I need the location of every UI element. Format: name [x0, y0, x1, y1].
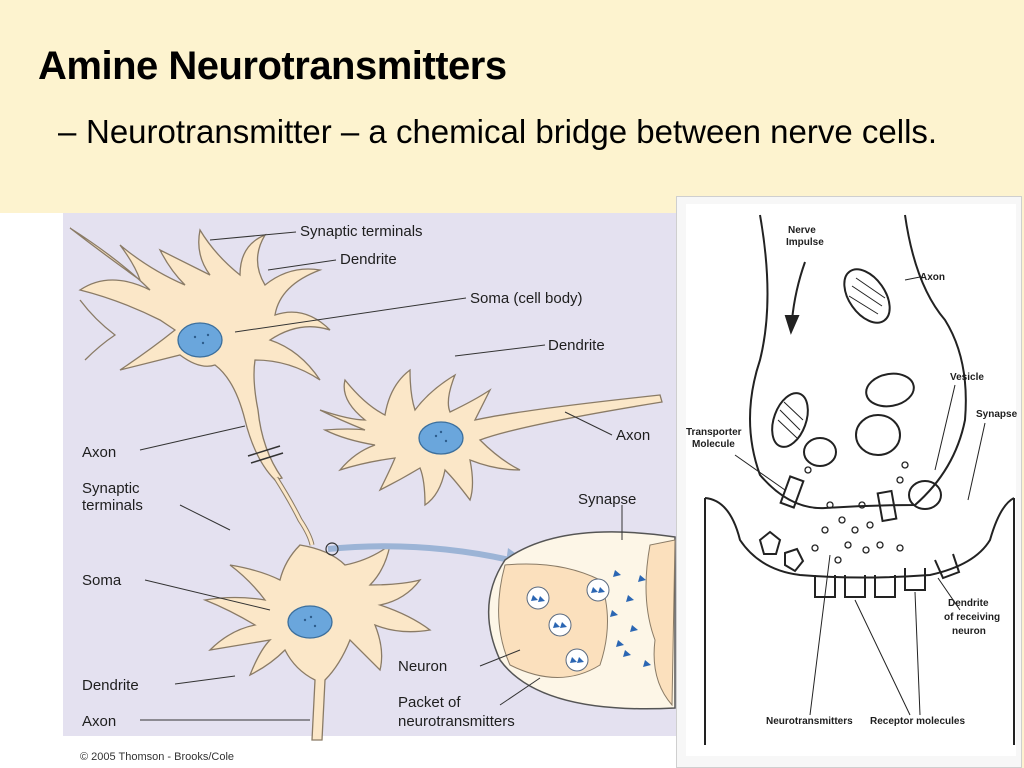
label-dendrite-bottom: Dendrite: [82, 677, 139, 694]
bullet-text: Neurotransmitter – a chemical bridge bet…: [86, 113, 938, 150]
label-dendrite-receiving-3: neuron: [952, 626, 986, 637]
label-neuron: Neuron: [398, 658, 447, 675]
axon-break-marks: [247, 445, 284, 464]
label-synaptic-terminals-top: Synaptic terminals: [300, 223, 423, 240]
label-axon-right: Axon: [616, 427, 650, 444]
bullet-dash: –: [58, 113, 77, 150]
slide-bullet: – Neurotransmitter – a chemical bridge b…: [58, 110, 998, 154]
neuron-diagram: [69, 227, 663, 741]
left-figure-labels: Synaptic terminals Dendrite Soma (cell b…: [80, 223, 650, 763]
label-dendrite-receiving-1: Dendrite: [948, 598, 989, 609]
label-dendrite-top: Dendrite: [340, 251, 397, 268]
middle-neuron: [319, 368, 663, 507]
label-packet-line1: Packet of: [398, 694, 461, 711]
right-figure-background: [686, 204, 1016, 756]
right-figure-labels: Nerve Impulse Axon Vesicle Synapse Trans…: [686, 225, 1018, 727]
label-axon-left: Axon: [82, 444, 116, 461]
label-synaptic-line2: terminals: [82, 497, 143, 514]
label-soma-cell-body: Soma (cell body): [470, 290, 583, 307]
slide-header-band: [0, 0, 1024, 213]
label-impulse: Impulse: [786, 237, 824, 248]
label-synapse: Synapse: [578, 491, 636, 508]
label-dendrite-receiving-2: of receiving: [944, 612, 1000, 623]
bottom-neuron: [202, 543, 432, 741]
label-soma: Soma: [82, 572, 122, 589]
label-synapse-right: Synapse: [976, 409, 1018, 420]
nucleus-texture: [193, 333, 448, 628]
label-packet-line2: neurotransmitters: [398, 713, 515, 730]
label-receptor-molecules: Receptor molecules: [870, 716, 965, 727]
label-dendrite-mid: Dendrite: [548, 337, 605, 354]
synapse-magnified-view: [325, 531, 676, 710]
slide-title: Amine Neurotransmitters: [38, 44, 507, 88]
top-neuron: [69, 227, 331, 481]
label-axon-bottom: Axon: [82, 713, 116, 730]
left-leader-lines: [139, 231, 623, 721]
label-synaptic-line1: Synaptic: [82, 480, 140, 497]
label-molecule: Molecule: [692, 439, 735, 450]
label-neurotransmitters: Neurotransmitters: [766, 716, 853, 727]
label-vesicle: Vesicle: [950, 372, 984, 383]
copyright-notice: © 2005 Thomson - Brooks/Cole: [80, 751, 234, 763]
synapse-line-diagram: [704, 214, 1015, 745]
label-axon-right-figure: Axon: [920, 272, 945, 283]
label-nerve: Nerve: [788, 225, 816, 236]
label-transporter: Transporter: [686, 427, 742, 438]
